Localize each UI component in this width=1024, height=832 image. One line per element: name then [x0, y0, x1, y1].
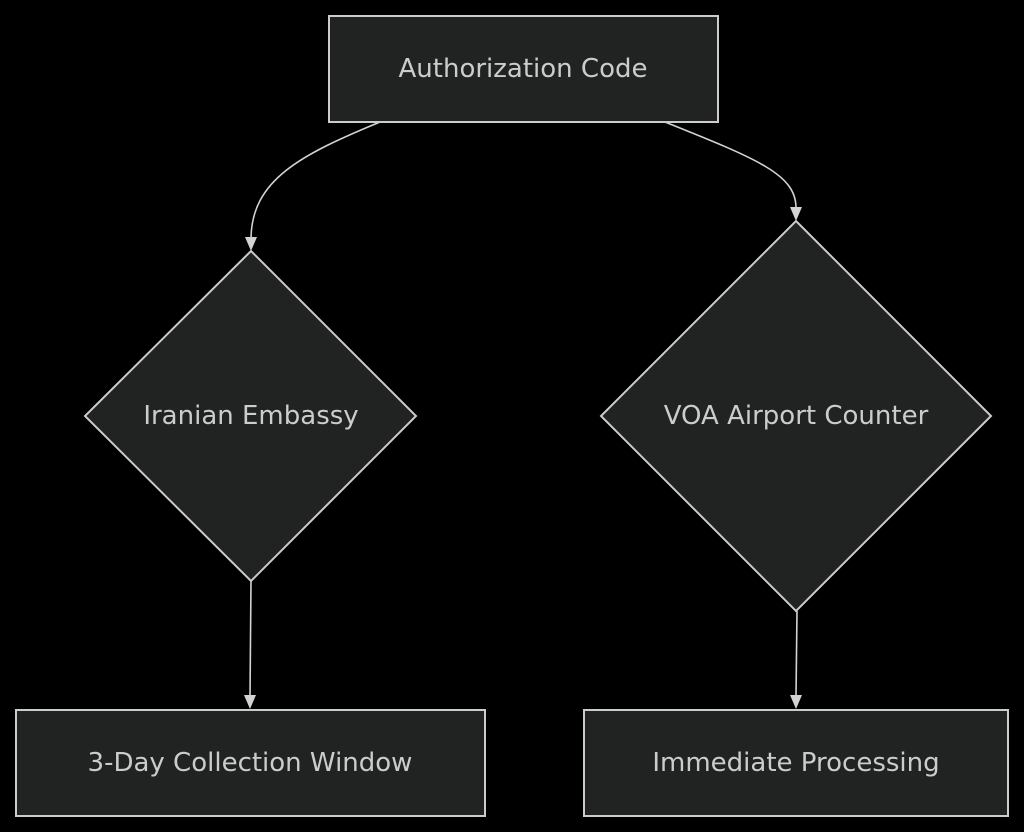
- node-immediate-processing[interactable]: Immediate Processing: [583, 709, 1009, 817]
- arrowhead-collection: [244, 695, 256, 709]
- node-immediate-processing-box: [583, 709, 1009, 817]
- arrowhead-immediate: [790, 695, 802, 709]
- node-iranian-embassy[interactable]: Iranian Embassy: [83, 249, 418, 583]
- node-iranian-embassy-diamond: [83, 249, 418, 583]
- node-authorization-code[interactable]: Authorization Code: [328, 15, 719, 123]
- edge-voa-to-immediate: [795, 610, 798, 697]
- edge-auth-to-embassy: [250, 121, 381, 239]
- arrowhead-embassy: [245, 237, 257, 251]
- node-voa-airport-counter-label: VOA Airport Counter: [664, 401, 929, 431]
- node-authorization-code-box: [328, 15, 719, 123]
- node-iranian-embassy-label: Iranian Embassy: [143, 401, 358, 431]
- node-3-day-collection-window[interactable]: 3-Day Collection Window: [15, 709, 486, 817]
- node-authorization-code-label: Authorization Code: [399, 54, 648, 84]
- arrowhead-voa: [790, 207, 802, 221]
- node-voa-airport-counter-diamond: [599, 219, 993, 613]
- node-voa-airport-counter[interactable]: VOA Airport Counter: [599, 219, 993, 613]
- edge-embassy-to-collection: [249, 580, 252, 697]
- node-3-day-collection-window-label: 3-Day Collection Window: [88, 748, 413, 778]
- edge-auth-to-voa: [664, 121, 797, 209]
- node-immediate-processing-label: Immediate Processing: [652, 748, 939, 778]
- node-3-day-collection-window-box: [15, 709, 486, 817]
